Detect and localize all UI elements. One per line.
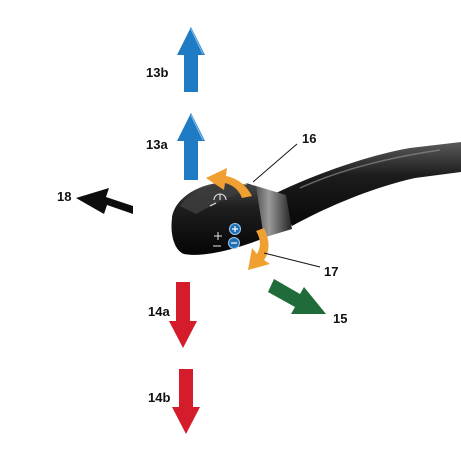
callout-14b: 14b [148,390,170,405]
arrow-13b-shape [177,27,205,92]
arrow-14b-shape [172,369,200,434]
arrow-17 [248,228,270,270]
leader-line-17 [263,252,321,268]
arrow-17-shape [248,228,270,270]
callout-18: 18 [57,189,71,204]
arrow-15 [268,279,326,314]
wash-symbol-icon [213,232,222,247]
minus-button-icon [228,237,240,249]
lever-stalk-highlight [299,149,441,189]
arrow-15-shape [268,279,326,314]
callout-13b: 13b [146,65,168,80]
arrow-18 [76,188,133,214]
wiper-symbol-icon [209,193,227,207]
leader-line-16 [252,143,298,183]
arrow-13a [177,113,205,180]
arrow-18-shape [76,188,133,214]
callout-14a: 14a [148,304,170,319]
lever-head-top-face [180,184,252,214]
plus-button-icon [229,223,241,235]
leader-lines [252,143,321,268]
callout-15: 15 [333,311,347,326]
callout-17: 17 [324,264,338,279]
arrow-16-shape [206,168,252,198]
lever-stalk [276,142,461,226]
arrow-13a-shape [177,113,205,180]
arrow-14a-shape [169,282,197,348]
callout-13a: 13a [146,137,168,152]
arrow-16 [206,168,252,198]
combination-switch-lever-icon [171,142,461,255]
callout-16: 16 [302,131,316,146]
arrow-14a [169,282,197,348]
arrow-14b [172,369,200,434]
arrow-13b [177,27,205,92]
